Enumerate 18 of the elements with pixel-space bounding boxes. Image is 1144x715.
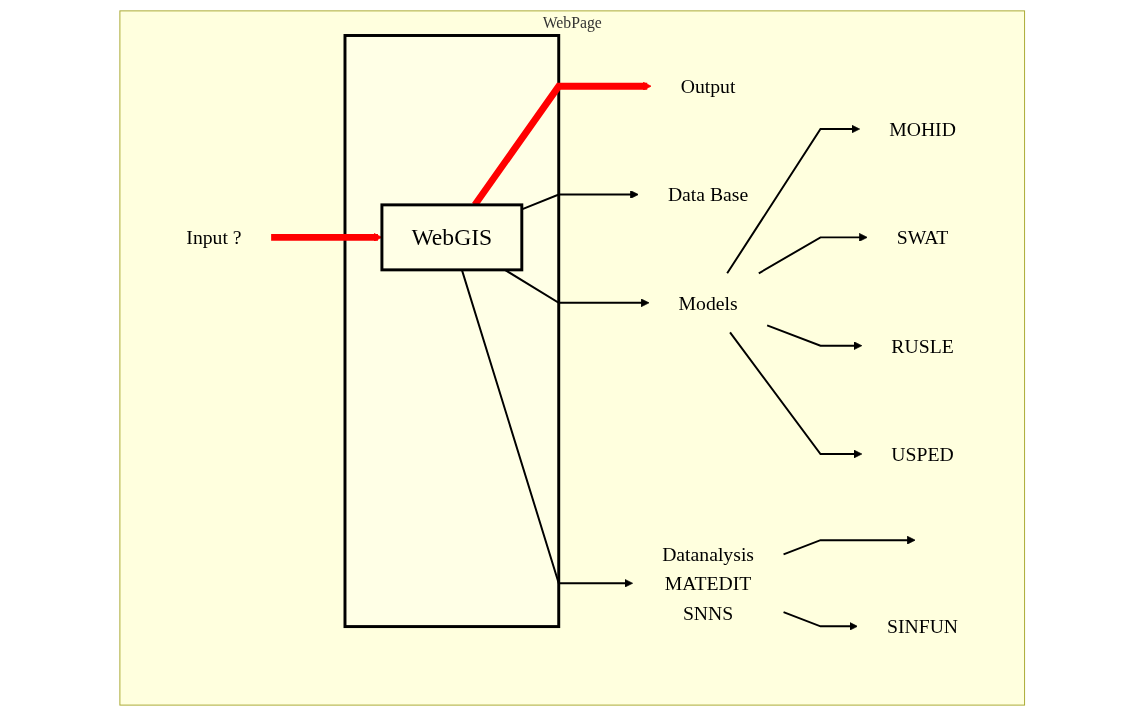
arrow xyxy=(782,535,916,555)
node-text: SWAT xyxy=(896,226,949,248)
node-text: MOHID xyxy=(888,117,956,140)
node-text: Input ? xyxy=(186,226,242,248)
node-text: Models xyxy=(678,291,738,314)
arrow xyxy=(782,610,858,631)
node-text: Datanalysis MATEDIT SNNS xyxy=(661,542,754,624)
arrow xyxy=(757,232,868,274)
node-text: USPED xyxy=(891,442,954,465)
node-text: RUSLE xyxy=(891,334,954,357)
arrow xyxy=(725,124,860,274)
node-text: Output xyxy=(680,74,736,97)
node-text: Data Base xyxy=(667,183,749,205)
arrow xyxy=(765,323,862,350)
arrow xyxy=(728,330,862,458)
node-box: WebGIS xyxy=(380,202,524,271)
node-text: SINFUN xyxy=(886,615,958,637)
cluster xyxy=(343,33,560,628)
